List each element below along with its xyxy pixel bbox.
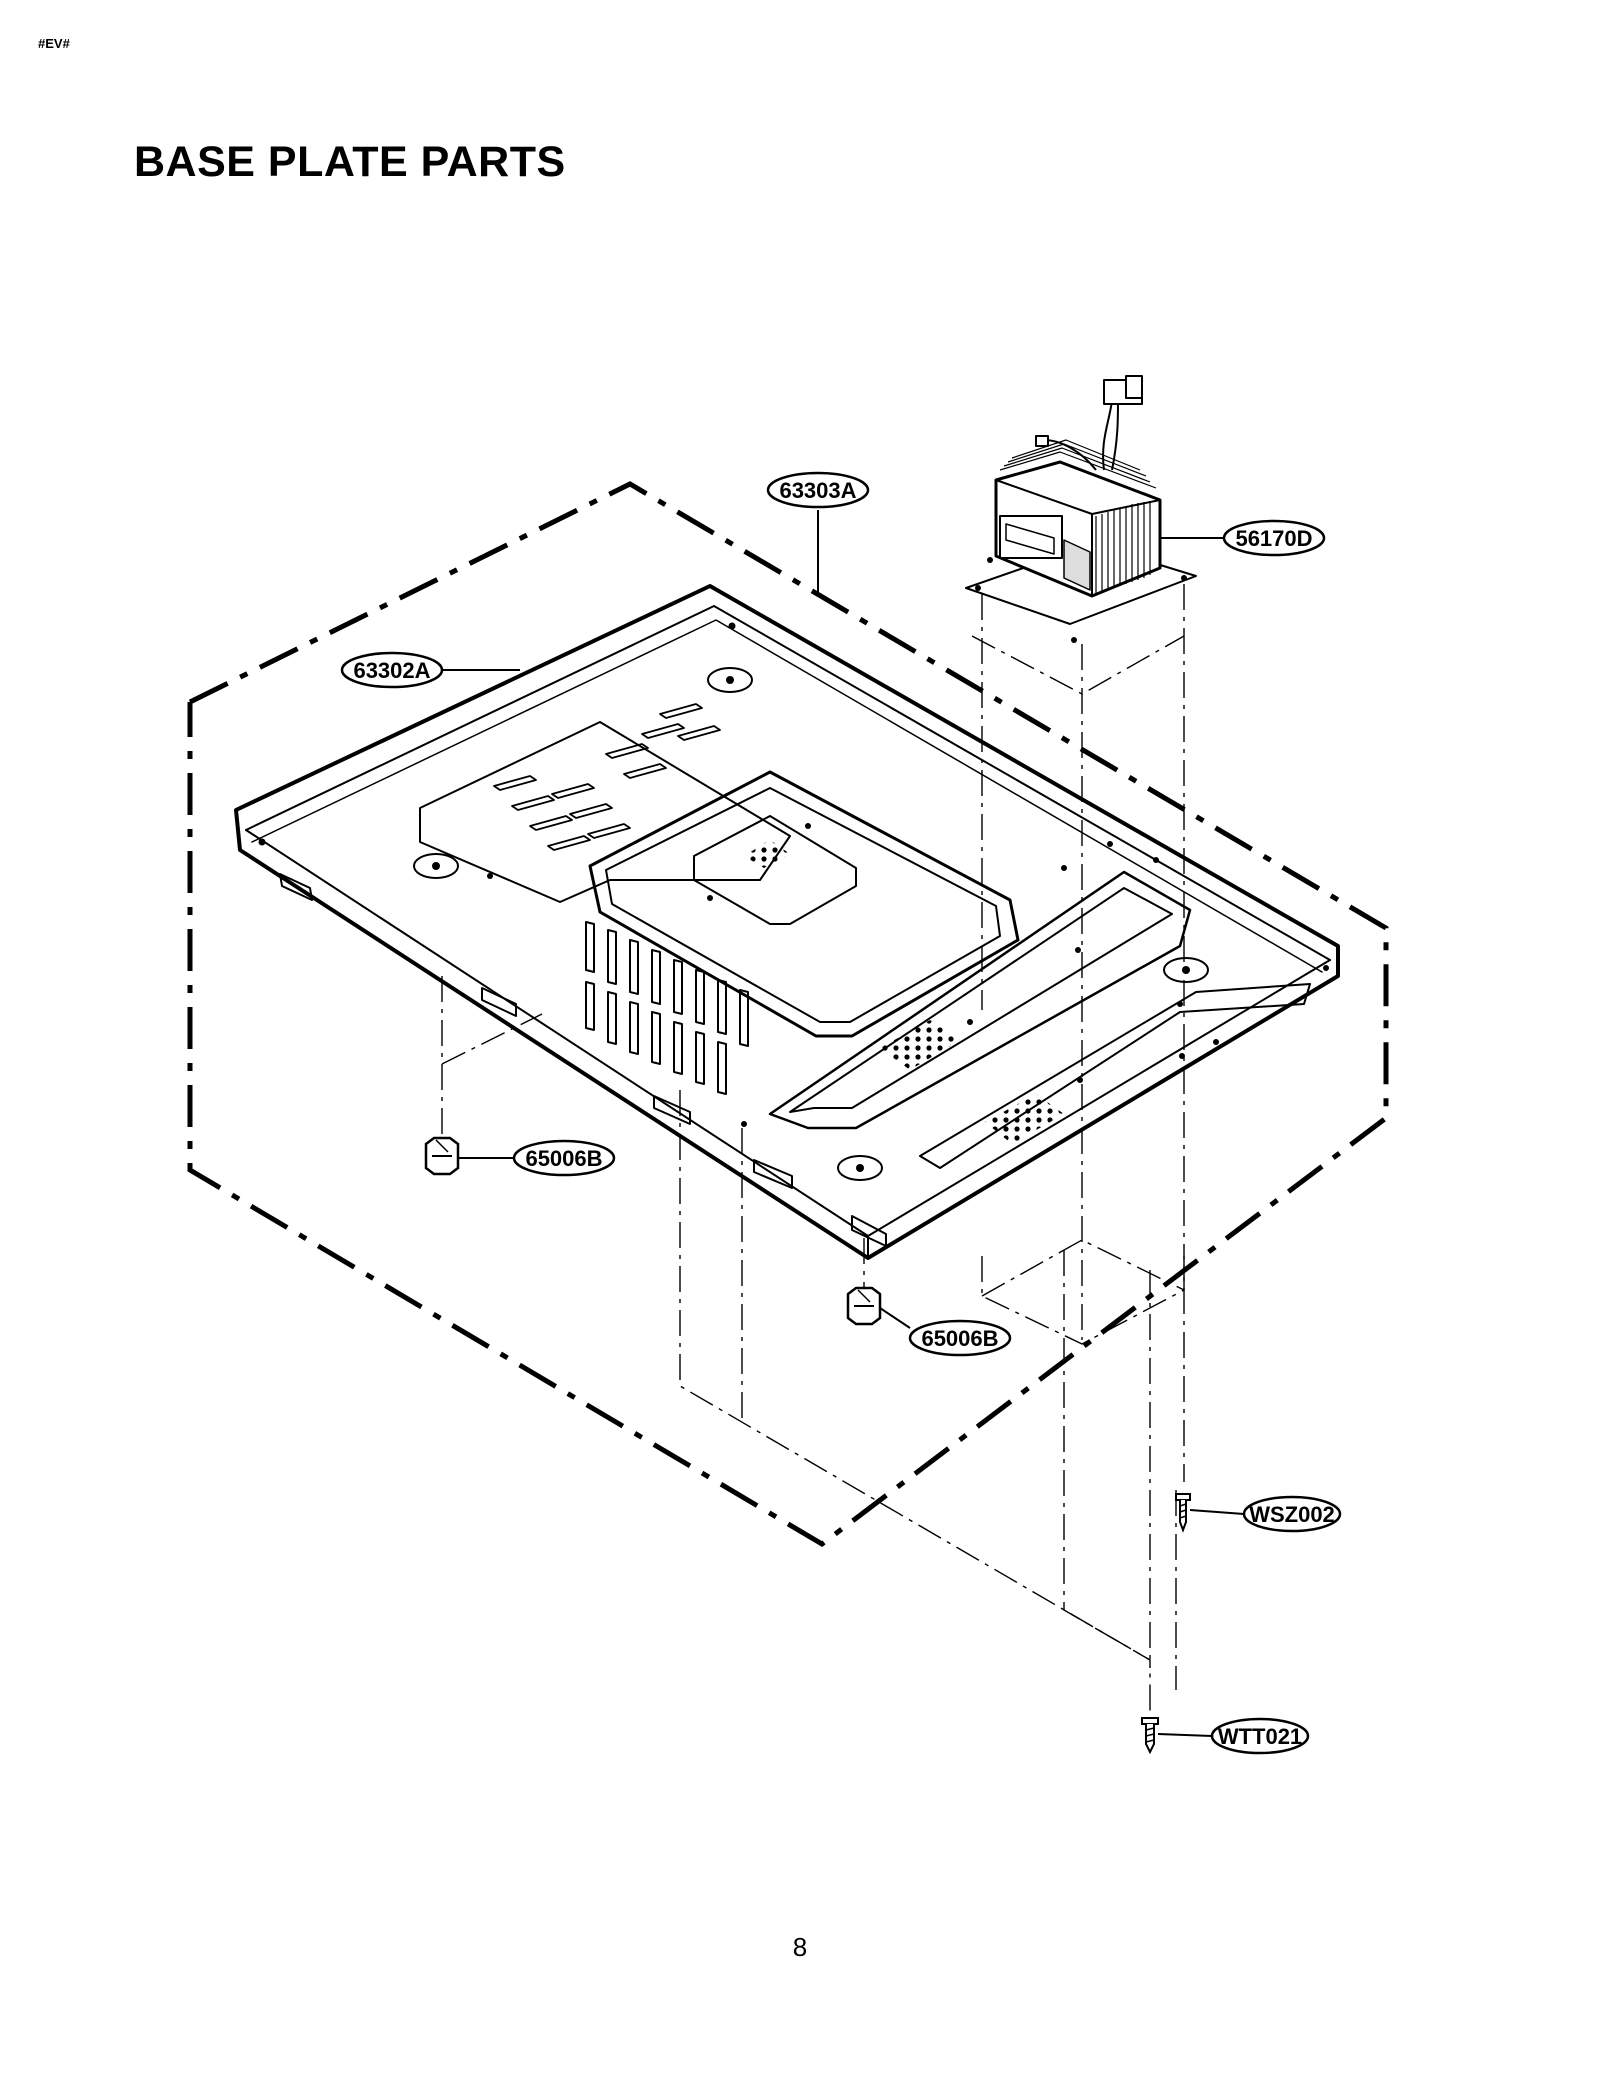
transformer xyxy=(965,375,1197,643)
rubber-foot-left xyxy=(424,1136,460,1176)
assembly-boundary xyxy=(187,481,1389,1548)
callout-screw-b: WTT021 xyxy=(1210,1717,1310,1755)
screw-wtt021 xyxy=(1141,1717,1159,1755)
callout-screw-b-label: WTT021 xyxy=(1218,1724,1302,1749)
rubber-foot-right xyxy=(846,1286,882,1326)
callout-transformer: 56170D xyxy=(1222,519,1326,557)
assembly-projection-lines xyxy=(441,584,1185,1740)
callout-transformer-label: 56170D xyxy=(1235,526,1312,551)
callout-foot-left: 65006B xyxy=(512,1139,616,1177)
callout-screw-a-label: WSZ002 xyxy=(1249,1502,1335,1527)
base-plate xyxy=(234,584,1340,1260)
callout-cover: 63303A xyxy=(766,471,870,509)
callout-cover-label: 63303A xyxy=(779,478,856,503)
page-number: 8 xyxy=(792,1932,808,1962)
callout-base-plate-label: 63302A xyxy=(353,658,430,683)
callout-foot-left-label: 65006B xyxy=(525,1146,602,1171)
leader-lines xyxy=(442,510,1245,1737)
screw-wsz002 xyxy=(1175,1493,1191,1533)
callout-base-plate: 63302A xyxy=(340,651,444,689)
callout-foot-right-label: 65006B xyxy=(921,1326,998,1351)
page-title: BASE PLATE PARTS xyxy=(134,138,566,186)
callout-screw-a: WSZ002 xyxy=(1242,1495,1342,1533)
document-code: #EV# xyxy=(38,36,70,51)
callout-foot-right: 65006B xyxy=(908,1319,1012,1357)
